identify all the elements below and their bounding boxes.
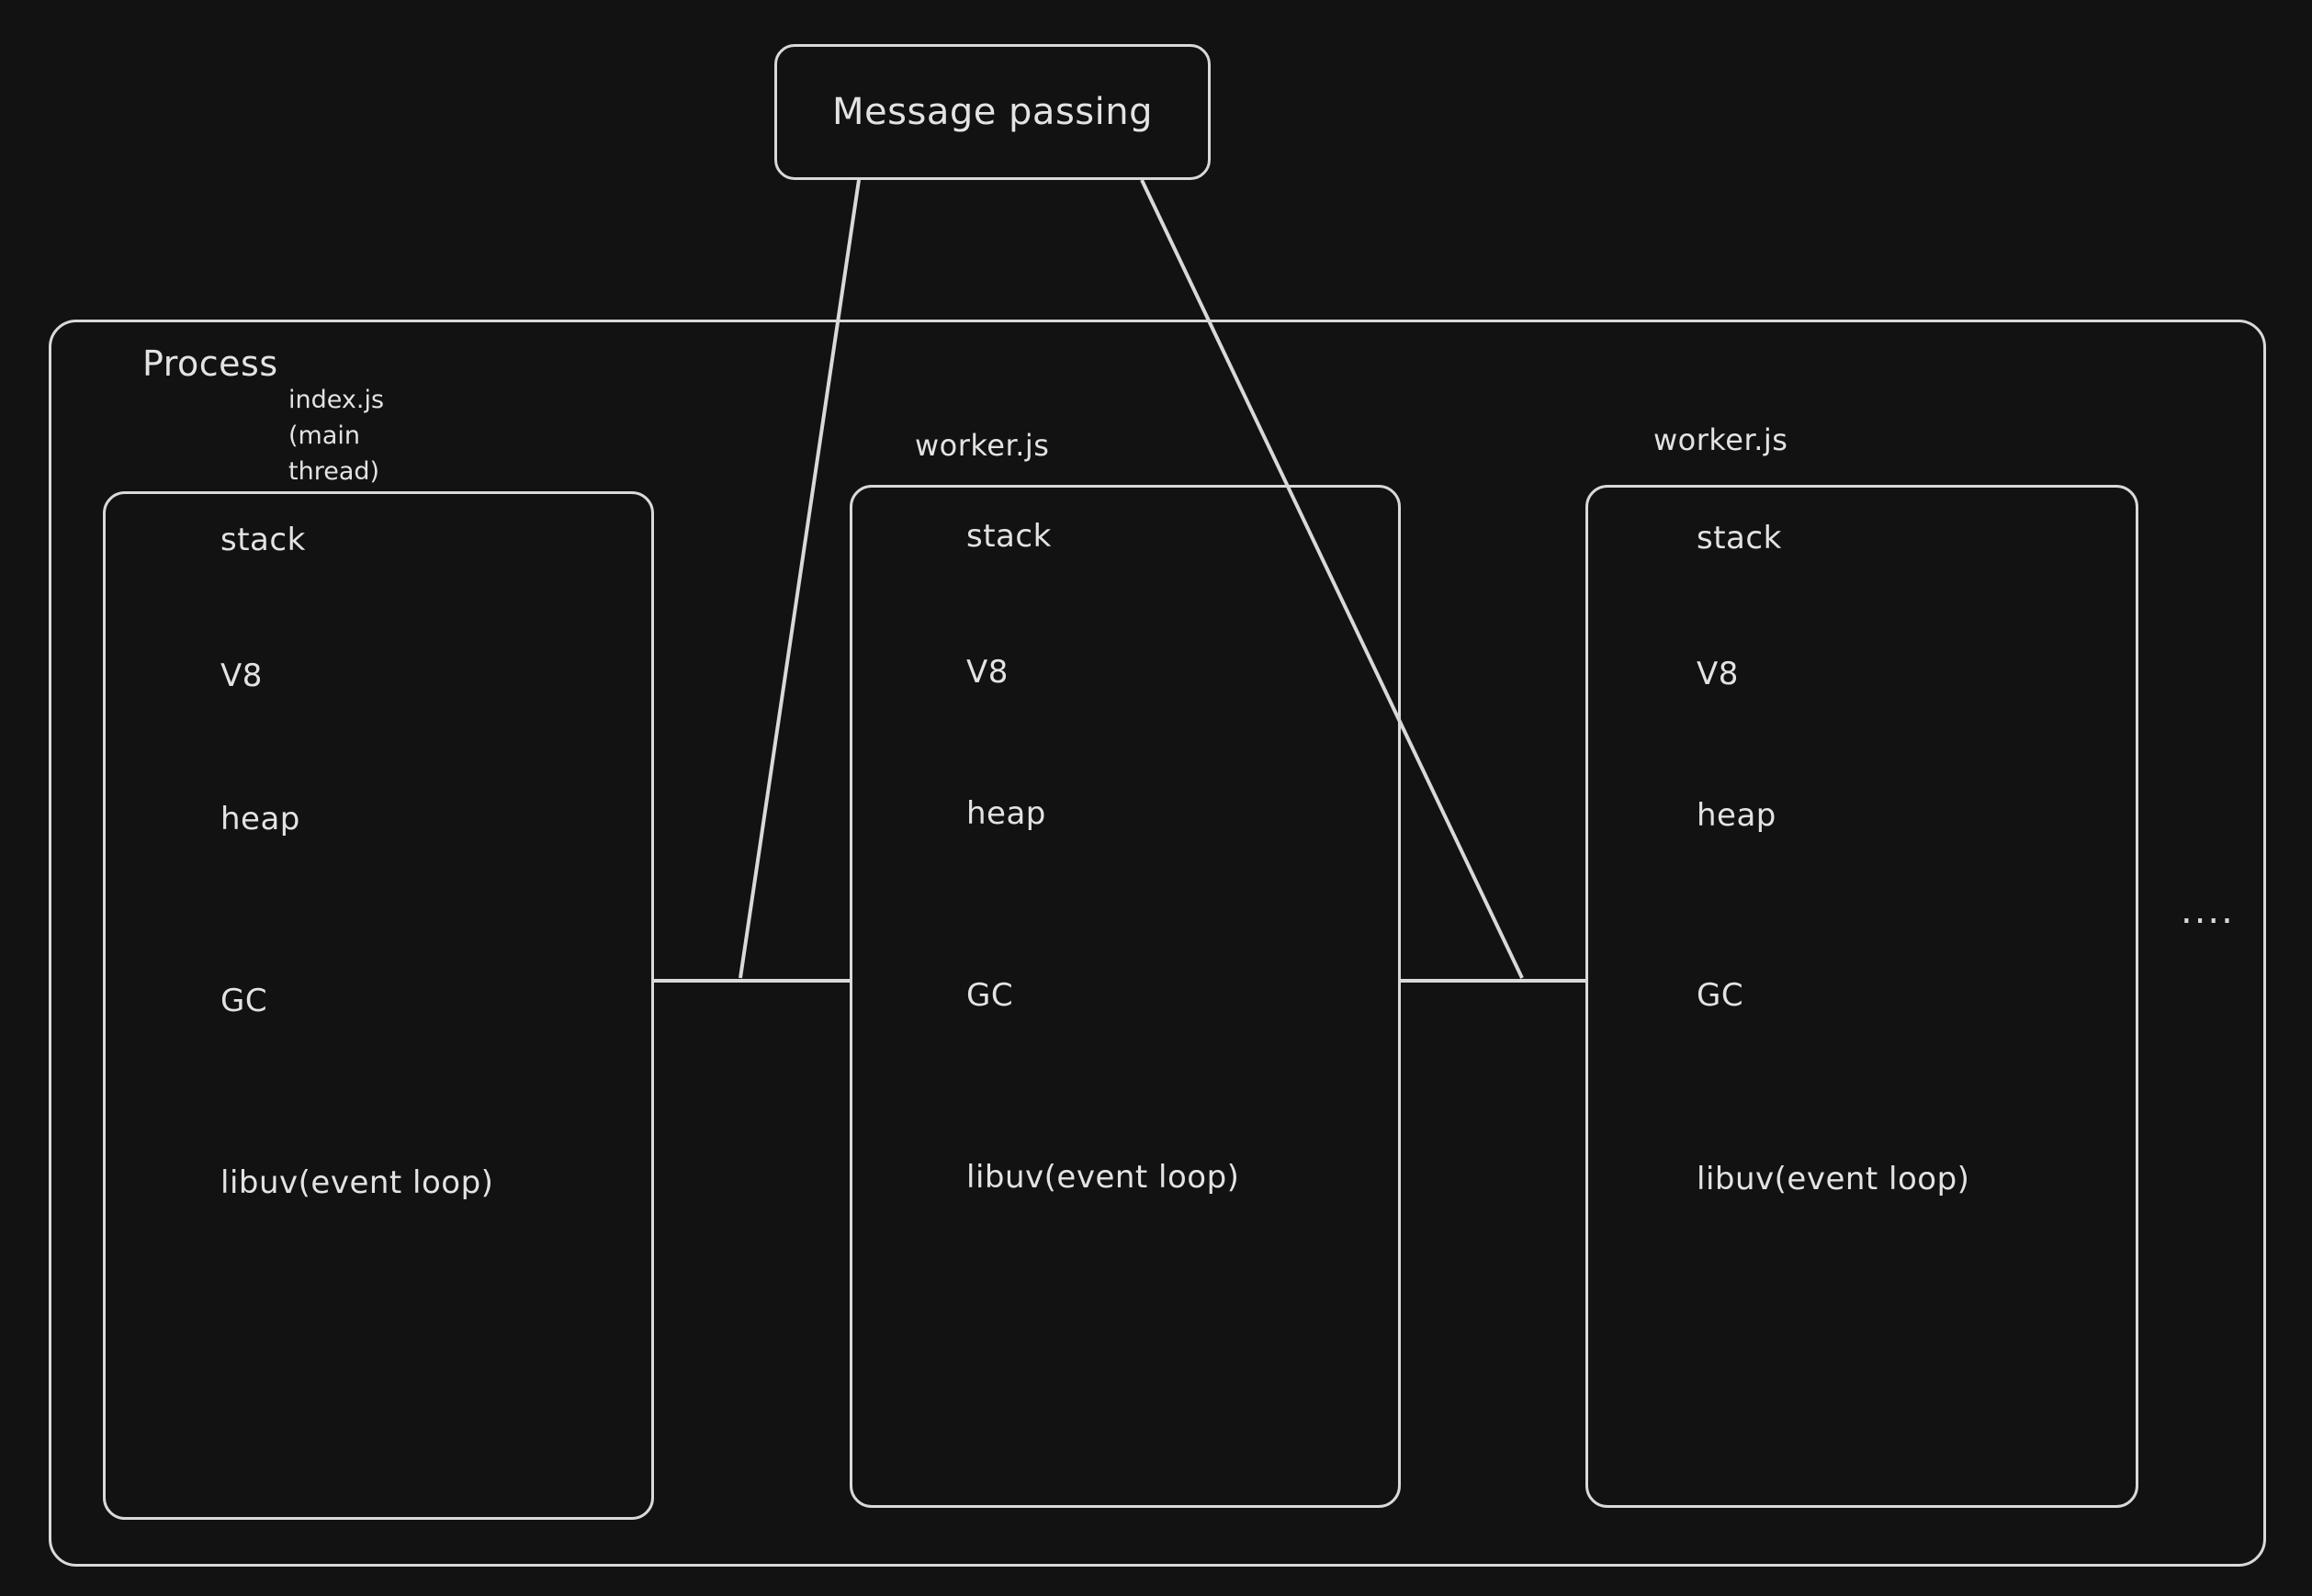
thread-box-worker-1 — [850, 485, 1401, 1508]
layer-heap-main: heap — [220, 801, 300, 837]
process-subtitle: index.js (main thread) — [288, 386, 385, 486]
process-box — [49, 320, 2266, 1567]
layer-heap-worker-2: heap — [1697, 797, 1776, 834]
layer-gc-worker-1: GC — [966, 977, 1014, 1014]
thread-label-worker-1: worker.js — [915, 428, 1050, 463]
layer-heap-worker-1: heap — [966, 795, 1046, 832]
thread-box-worker-2 — [1585, 485, 2138, 1508]
layer-libuv-main: libuv(event loop) — [220, 1164, 494, 1201]
layer-libuv-worker-1: libuv(event loop) — [966, 1159, 1240, 1196]
message-passing-box: Message passing — [774, 44, 1211, 180]
more-workers-ellipsis: .... — [2181, 890, 2235, 932]
process-title: Process — [142, 343, 278, 384]
layer-v8-worker-1: V8 — [966, 654, 1009, 691]
layer-stack-worker-2: stack — [1697, 520, 1782, 556]
layer-gc-worker-2: GC — [1697, 977, 1744, 1014]
layer-stack-worker-1: stack — [966, 518, 1052, 555]
layer-libuv-worker-2: libuv(event loop) — [1697, 1161, 1970, 1197]
layer-v8-worker-2: V8 — [1697, 656, 1739, 692]
thread-label-worker-2: worker.js — [1653, 422, 1788, 457]
layer-stack-main: stack — [220, 522, 306, 558]
message-passing-label: Message passing — [832, 91, 1153, 133]
layer-gc-main: GC — [220, 983, 268, 1019]
layer-v8-main: V8 — [220, 658, 263, 694]
thread-box-main — [103, 491, 654, 1520]
